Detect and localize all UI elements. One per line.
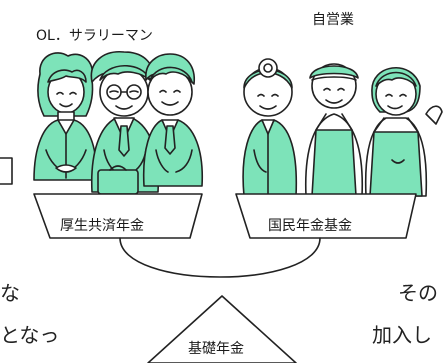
base-label: 基礎年金 [188, 340, 244, 357]
scale-beam [119, 237, 321, 278]
self-employed-group [242, 58, 443, 197]
left-pan-label: 厚生共済年金 [60, 218, 144, 234]
office-lady-figure [33, 52, 98, 181]
shopwoman-figure [364, 67, 443, 197]
side-text-right-1: その [398, 281, 438, 305]
briefcase [97, 169, 139, 195]
side-text-right-2: 加入し [372, 323, 432, 347]
office-workers-label: OL．サラリーマン [36, 28, 153, 44]
salaryman-figure [142, 53, 204, 187]
right-pan: 国民年金基金 [235, 193, 417, 239]
side-text-left-2: となっ [0, 323, 59, 347]
partial-box-left [0, 157, 13, 185]
salaryman-glasses-figure [90, 51, 160, 195]
doctor-figure [242, 58, 298, 197]
scale-base: 基礎年金 [147, 295, 297, 363]
shopkeeper-figure [304, 63, 364, 197]
self-employed-label: 自営業 [312, 12, 354, 28]
office-workers-group [33, 51, 204, 195]
right-pan-label: 国民年金基金 [268, 217, 352, 234]
left-pan: 厚生共済年金 [33, 193, 203, 239]
side-text-left-1: な [0, 281, 20, 305]
